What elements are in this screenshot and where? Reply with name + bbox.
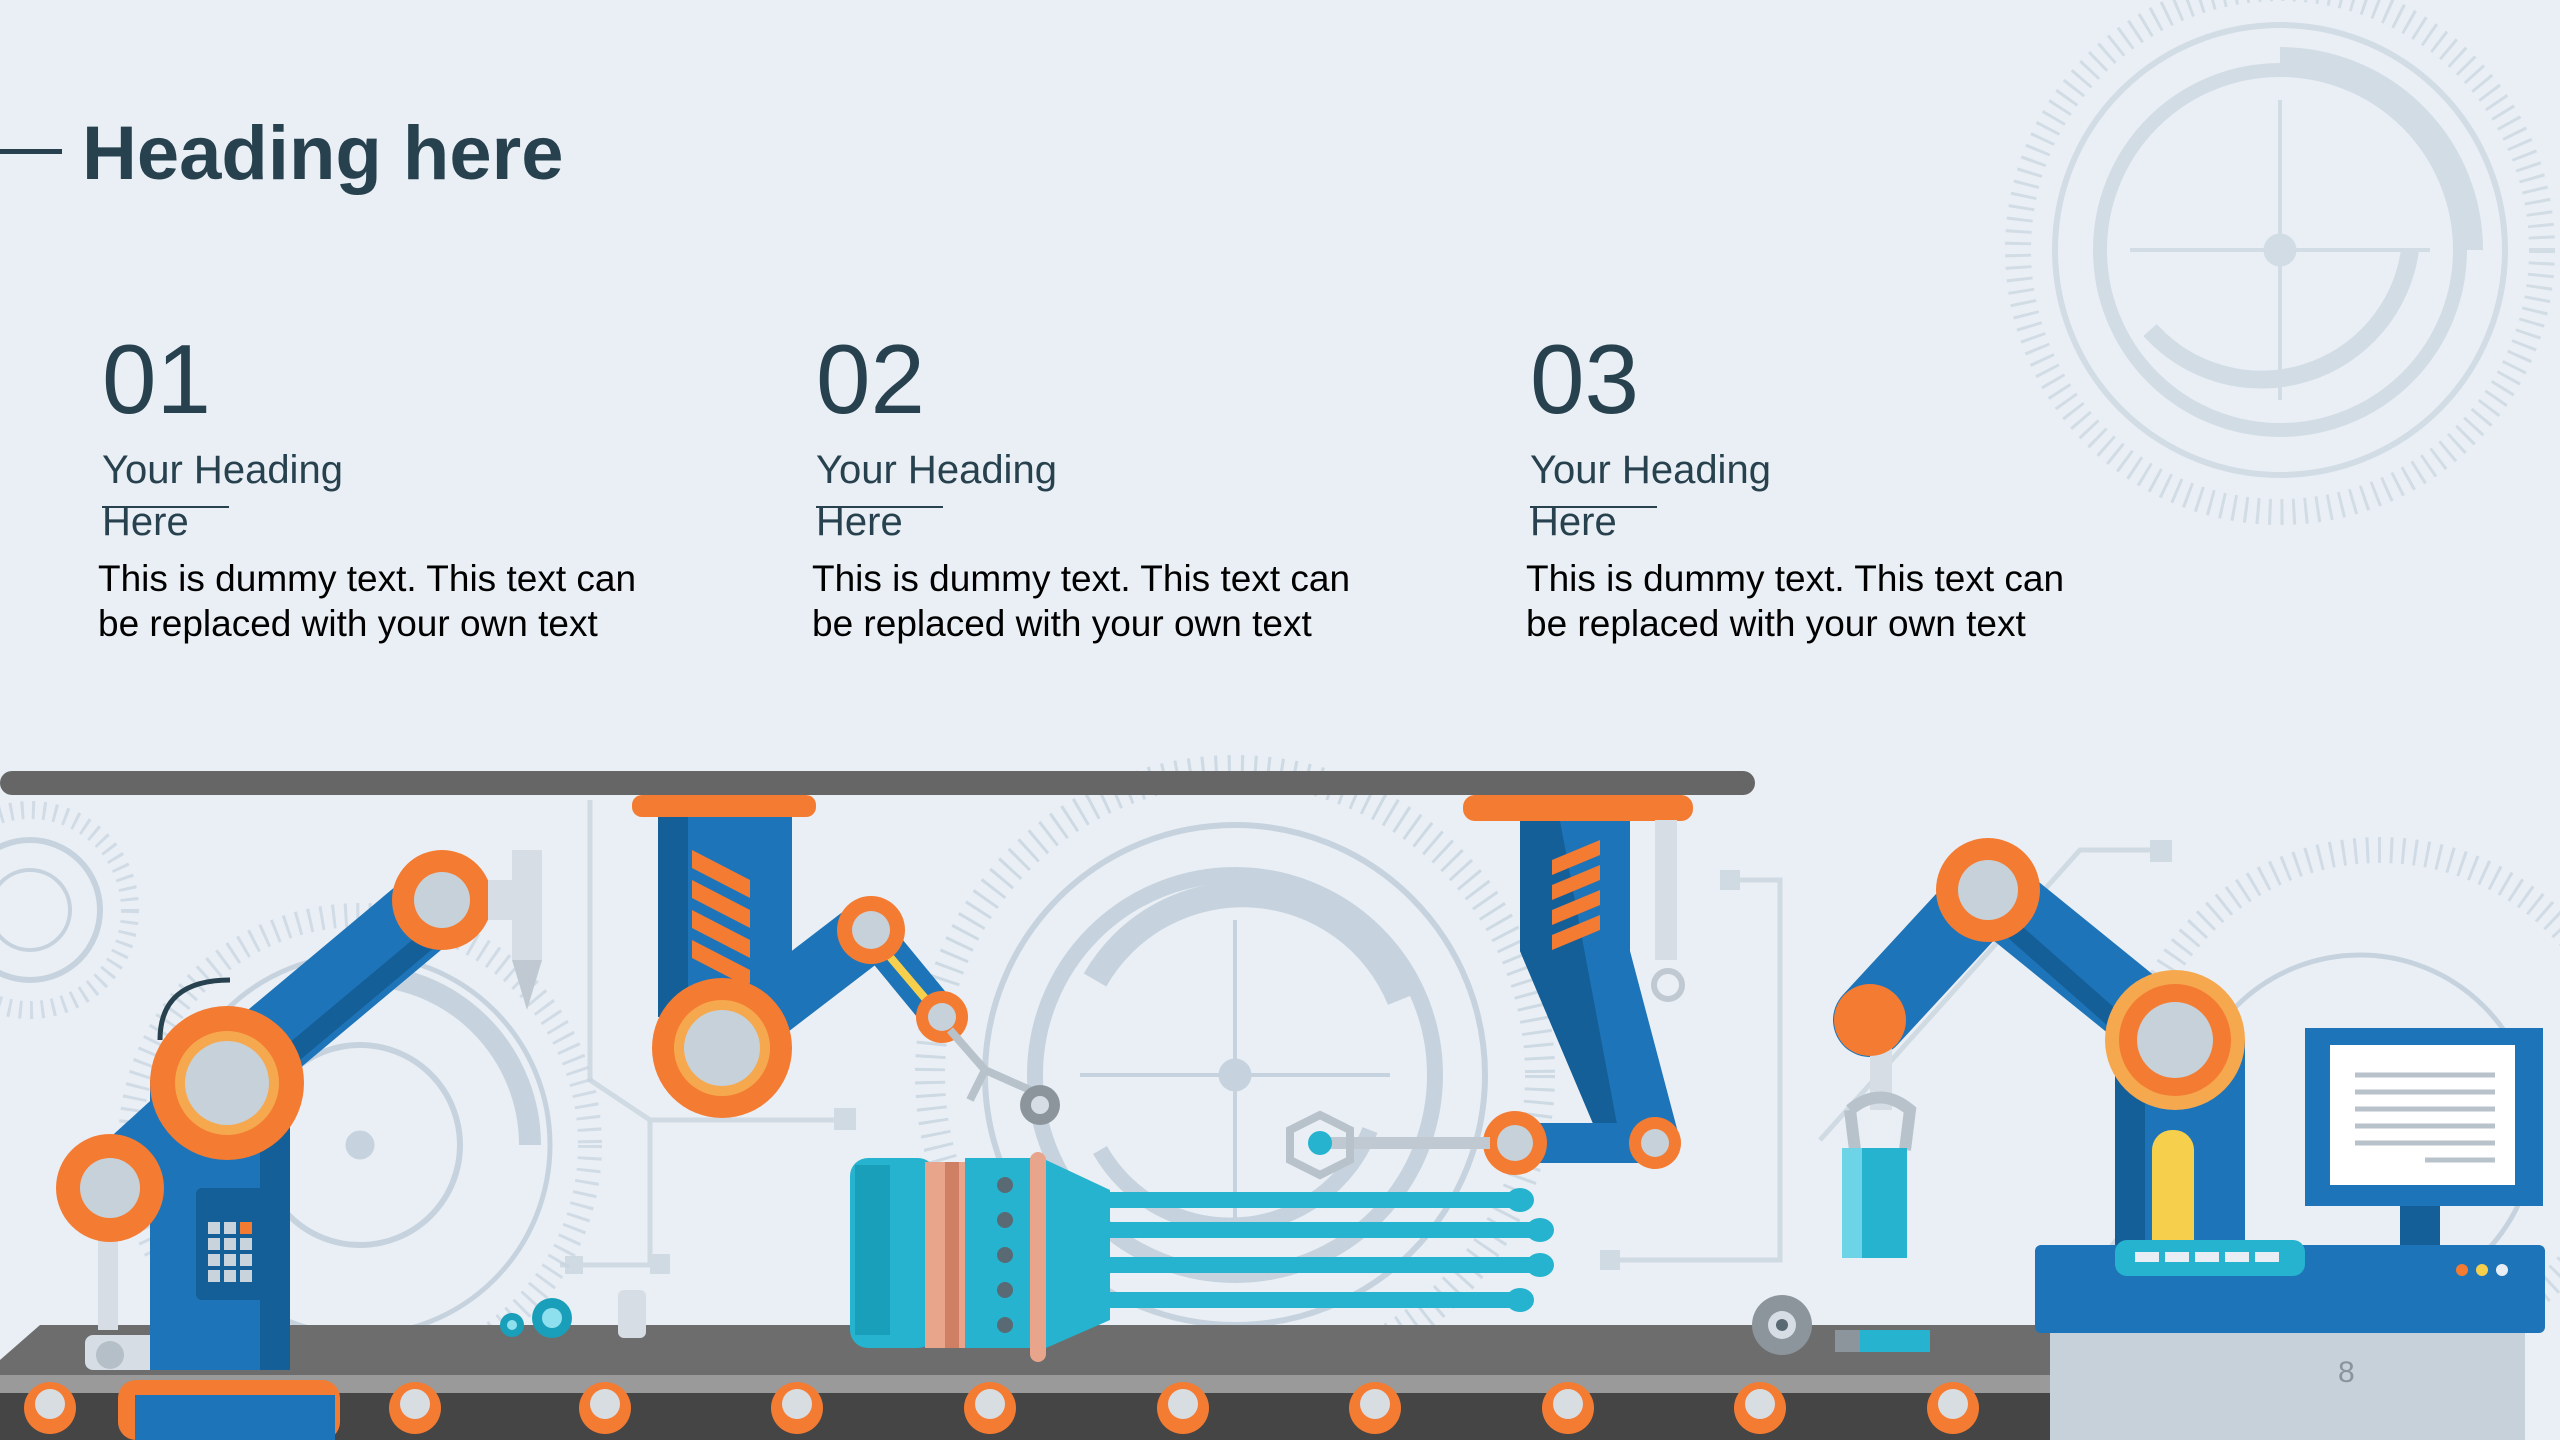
- column-body-text: This is dummy text. This text can be rep…: [98, 558, 637, 644]
- title-accent-bar: [0, 149, 62, 154]
- robot-arm-icon: [1833, 838, 2245, 1290]
- heading-underline: [816, 506, 943, 508]
- column-number: 03: [1530, 324, 1640, 434]
- tool-icon: [850, 1152, 1554, 1362]
- heading-underline: [1530, 506, 1657, 508]
- column-body-text: This is dummy text. This text can be rep…: [812, 558, 1351, 644]
- column-heading: Your Heading Here: [1530, 444, 1830, 548]
- heading-underline: [102, 506, 229, 508]
- conveyor-belt-icon: [0, 1325, 2080, 1440]
- robot-arm-icon: [1286, 795, 1693, 1180]
- column-body-text: This is dummy text. This text can be rep…: [1526, 558, 2065, 644]
- monitor-icon: [2035, 1028, 2545, 1440]
- column-heading: Your Heading Here: [816, 444, 1116, 548]
- column-number: 02: [816, 324, 926, 434]
- content-column-3: 03 Your Heading Here This is dummy text.…: [1526, 330, 2086, 646]
- column-heading-text: Your Heading Here: [1530, 448, 1771, 544]
- content-column-1: 01 Your Heading Here This is dummy text.…: [98, 330, 658, 646]
- column-heading-text: Your Heading Here: [816, 448, 1057, 544]
- content-column-2: 02 Your Heading Here This is dummy text.…: [812, 330, 1372, 646]
- overhead-beam: [0, 771, 1755, 795]
- robot-arm-icon: [632, 795, 1060, 1125]
- column-heading-text: Your Heading Here: [102, 448, 343, 544]
- column-heading: Your Heading Here: [102, 444, 402, 548]
- page-number: 8: [2338, 1356, 2355, 1389]
- column-number: 01: [102, 324, 212, 434]
- gear-icon: [2005, 0, 2555, 525]
- robot-arm-icon: [56, 850, 542, 1440]
- page-title: Heading here: [82, 111, 564, 196]
